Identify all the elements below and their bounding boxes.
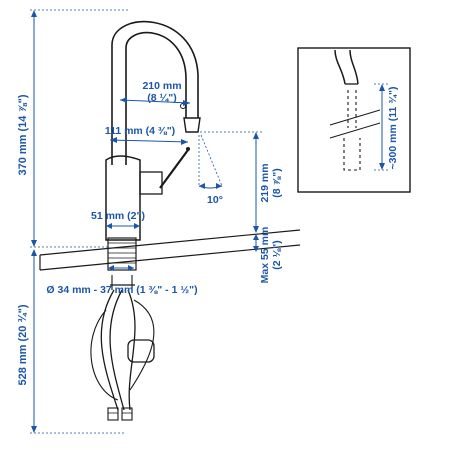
supply-hoses bbox=[90, 275, 155, 421]
spout-height-mm-label: 219 mm bbox=[259, 163, 271, 202]
pull-out-label: ~300 mm (11 ¾") bbox=[387, 87, 399, 170]
counter-max-mm-label: Max 55 mm bbox=[259, 227, 271, 284]
spout-reach-mm-label: 210 mm bbox=[142, 80, 181, 92]
below-counter-label: 528 mm (20 ¾") bbox=[17, 304, 29, 385]
total-height-dimension: 370 mm (14 ⅞") bbox=[17, 9, 130, 248]
spout-angle-dimension: 10° bbox=[198, 134, 223, 206]
threaded-shank bbox=[107, 237, 137, 271]
below-counter-dimension: 528 mm (20 ¾") bbox=[17, 249, 125, 434]
spout-angle-label: 10° bbox=[207, 194, 223, 206]
spout-reach-dimension: 210 mm (8 ¼") bbox=[119, 80, 191, 106]
spout-reach-in-label: (8 ¼") bbox=[147, 92, 177, 104]
spout-height-dimension: 219 mm (8 ⅞") bbox=[200, 131, 283, 233]
body-diameter-dimension: 51 mm (2") bbox=[91, 210, 145, 229]
hole-diameter-dimension: Ø 34 mm - 37 mm (1 ⅜" - 1 ½") bbox=[46, 265, 198, 296]
lever-reach-label: 111 mm (4 ⅜") bbox=[105, 125, 175, 137]
faucet-body bbox=[105, 147, 190, 241]
lever-reach-dimension: 111 mm (4 ⅜") bbox=[105, 125, 189, 145]
hose-weight bbox=[127, 339, 155, 363]
counter-max-in-label: (2 ⅛") bbox=[271, 240, 283, 270]
hole-diameter-label: Ø 34 mm - 37 mm (1 ⅜" - 1 ½") bbox=[46, 284, 197, 296]
pull-out-inset: ~300 mm (11 ¾") bbox=[297, 47, 411, 193]
total-height-label: 370 mm (14 ⅞") bbox=[17, 94, 29, 175]
spout-height-in-label: (8 ⅞") bbox=[271, 168, 283, 198]
inset-frame bbox=[297, 47, 411, 193]
counter-thickness-dimension: Max 55 mm (2 ⅛") bbox=[253, 227, 283, 284]
body-diameter-label: 51 mm (2") bbox=[91, 210, 145, 222]
